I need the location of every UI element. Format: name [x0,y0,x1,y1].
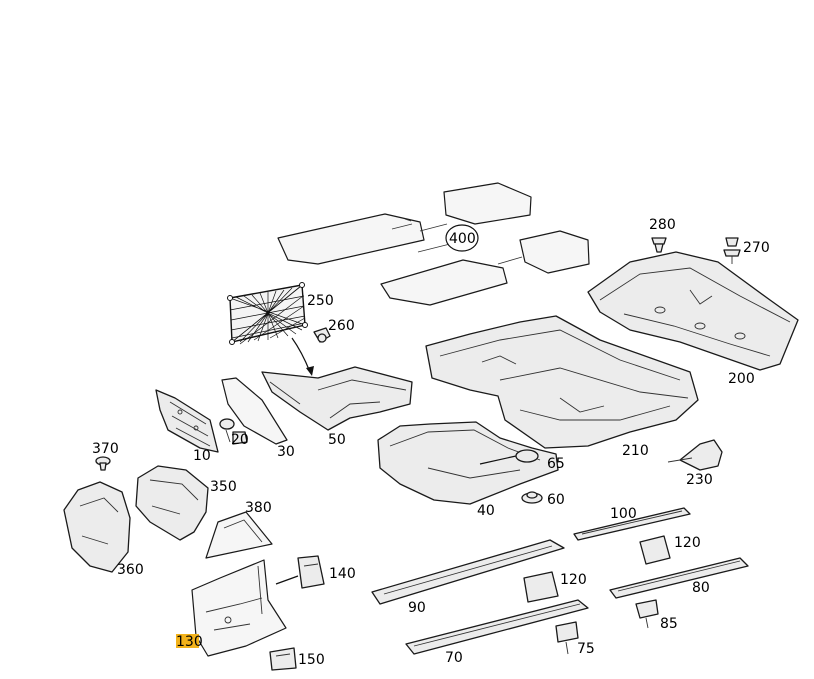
highlighted-trim-cover[interactable] [191,559,287,657]
clip-75[interactable] [555,621,579,655]
callout-280[interactable]: 280 [649,217,676,233]
callout-260[interactable]: 260 [328,318,355,334]
expanding-rivet[interactable] [723,237,741,264]
callout-140[interactable]: 140 [329,566,356,582]
callout-80[interactable]: 80 [692,580,710,596]
cargo-net[interactable] [227,282,315,377]
retainer-bracket-150[interactable] [269,647,297,671]
callout-130[interactable]: 130 [176,634,203,650]
callout-350[interactable]: 350 [210,479,237,495]
hook-clip[interactable] [313,327,331,343]
callout-60[interactable]: 60 [547,492,565,508]
retainer-bracket-140[interactable] [275,555,325,589]
push-clip[interactable] [651,237,667,253]
rear-floor-carpet[interactable] [425,315,699,449]
callout-50[interactable]: 50 [328,432,346,448]
sill-panel-long[interactable] [371,539,565,605]
callout-65[interactable]: 65 [547,456,565,472]
floor-plug[interactable] [515,449,539,463]
cable-strap[interactable] [667,439,723,471]
callout-100[interactable]: 100 [610,506,637,522]
callout-75[interactable]: 75 [577,641,595,657]
callout-230[interactable]: 230 [686,472,713,488]
trunk-side-lining[interactable] [261,366,413,431]
callout-150[interactable]: 150 [298,652,325,668]
callout-200[interactable]: 200 [728,371,755,387]
door-sill-plate-front[interactable] [609,557,749,599]
callout-90[interactable]: 90 [408,600,426,616]
front-floor-carpet[interactable] [587,251,799,371]
callout-40[interactable]: 40 [477,503,495,519]
callout-270[interactable]: 270 [743,240,770,256]
callout-20[interactable]: 20 [231,432,249,448]
wheel-arch-trim[interactable] [63,481,131,573]
callout-210[interactable]: 210 [622,443,649,459]
mounting-panel[interactable] [155,389,219,453]
callout-30[interactable]: 30 [277,444,295,460]
callout-370[interactable]: 370 [92,441,119,457]
callout-380[interactable]: 380 [245,500,272,516]
grommet[interactable] [521,491,543,504]
callout-120-lower[interactable]: 120 [560,572,587,588]
clip-120-upper[interactable] [639,535,671,565]
clip-120-lower[interactable] [523,571,559,603]
trunk-side-trim[interactable] [135,465,209,541]
clip-85[interactable] [635,599,659,629]
fastener-bolt[interactable] [95,456,111,471]
side-cover-panel[interactable] [221,377,288,445]
trunk-floor-liner[interactable] [377,421,559,505]
callout-70[interactable]: 70 [445,650,463,666]
callout-10[interactable]: 10 [193,448,211,464]
door-sill-plate-rear[interactable] [405,599,589,655]
callout-120-upper[interactable]: 120 [674,535,701,551]
callout-250[interactable]: 250 [307,293,334,309]
cap-nut[interactable] [219,418,248,445]
floor-mat-set[interactable] [277,182,590,306]
corner-bracket[interactable] [205,511,273,559]
callout-360[interactable]: 360 [117,562,144,578]
callout-400[interactable]: 400 [449,231,476,247]
sill-trim-right[interactable] [573,507,691,541]
highlight-marker [176,634,199,648]
callout-85[interactable]: 85 [660,616,678,632]
